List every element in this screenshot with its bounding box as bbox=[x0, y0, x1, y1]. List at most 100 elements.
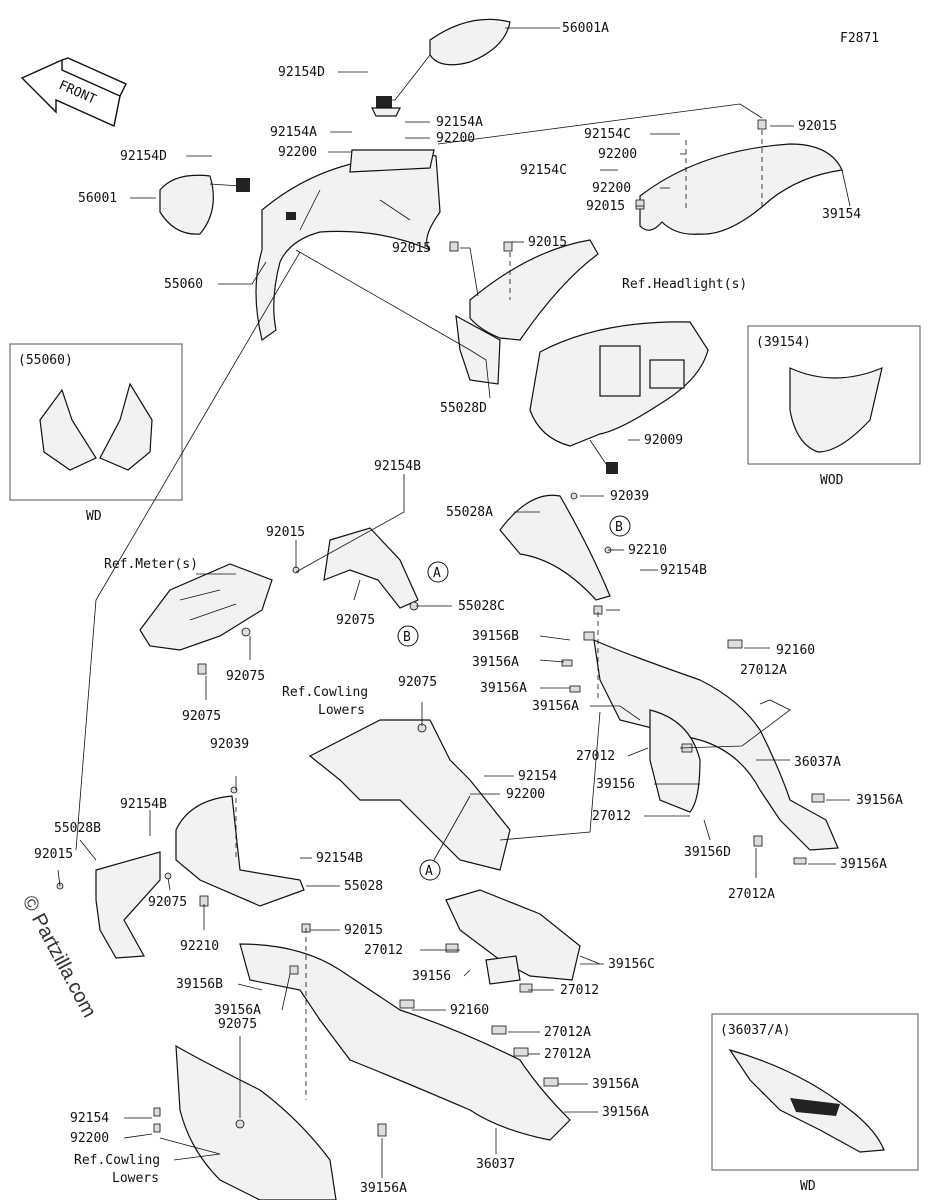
headlight bbox=[529, 321, 709, 474]
label-36037: 36037 bbox=[476, 1157, 515, 1172]
label-92210-b: 92210 bbox=[180, 939, 219, 954]
label-92200-a: 92200 bbox=[278, 145, 317, 160]
label-92160-a: 92160 bbox=[776, 643, 815, 658]
label-39156a-b: 39156A bbox=[480, 681, 527, 696]
callout-a-1: A bbox=[427, 561, 449, 583]
label-92015-c: 92015 bbox=[528, 235, 567, 250]
label-92015-g: 92015 bbox=[344, 923, 383, 938]
label-92075-e: 92075 bbox=[148, 895, 187, 910]
label-27012a-d: 27012A bbox=[544, 1047, 591, 1062]
inset-39154-title: (39154) bbox=[756, 335, 811, 350]
label-92075-a: 92075 bbox=[336, 613, 375, 628]
inset-55060: (55060) WD bbox=[9, 343, 183, 524]
label-39156a-f: 39156A bbox=[214, 1003, 261, 1018]
label-92075-b: 92075 bbox=[226, 669, 265, 684]
label-92154-b: 92154 bbox=[70, 1111, 109, 1126]
label-ref-meter: Ref.Meter(s) bbox=[104, 557, 198, 572]
inset-36037a-title: (36037/A) bbox=[720, 1023, 790, 1038]
label-56001: 56001 bbox=[78, 191, 117, 206]
figure-code: F2871 bbox=[840, 31, 879, 46]
label-92154d-b: 92154D bbox=[120, 149, 167, 164]
label-92075-c: 92075 bbox=[182, 709, 221, 724]
label-39156-a: 39156 bbox=[596, 777, 635, 792]
panel-55028a bbox=[499, 494, 611, 601]
part-labels: 56001A 92154D 92154A 92154A 92200 92200 … bbox=[34, 21, 903, 1196]
label-39156a-d: 39156A bbox=[856, 793, 903, 808]
label-92075-f: 92075 bbox=[218, 1017, 257, 1032]
callout-b-1: B bbox=[397, 625, 419, 647]
label-ref-cowling-2: Ref.Cowling bbox=[74, 1153, 160, 1168]
callout-a-2: A bbox=[419, 859, 441, 881]
meter-bracket bbox=[139, 563, 273, 651]
inset-36037a-caption: WD bbox=[800, 1179, 816, 1194]
label-27012a-c: 27012A bbox=[544, 1025, 591, 1040]
bracket-55028c bbox=[323, 527, 419, 609]
side-cowl-36037a bbox=[593, 638, 839, 851]
watermark: © Partzilla.com bbox=[18, 892, 101, 1021]
label-56001a: 56001A bbox=[562, 21, 609, 36]
label-55028b: 55028B bbox=[54, 821, 101, 836]
cowling-lower-bottom bbox=[175, 1044, 337, 1200]
label-92154c-b: 92154C bbox=[520, 163, 567, 178]
windshield bbox=[639, 143, 843, 235]
callout-a-1-label: A bbox=[433, 566, 441, 581]
label-27012-c: 27012 bbox=[364, 943, 403, 958]
label-92015-b: 92015 bbox=[586, 199, 625, 214]
label-92160-b: 92160 bbox=[450, 1003, 489, 1018]
label-92039-b: 92039 bbox=[210, 737, 249, 752]
label-39156a-i: 39156A bbox=[360, 1181, 407, 1196]
inner-panel-39156c bbox=[445, 889, 581, 985]
inset-39154-caption: WOD bbox=[820, 473, 844, 488]
front-arrow-icon: FRONT bbox=[20, 57, 127, 127]
label-92154c-a: 92154C bbox=[584, 127, 631, 142]
inner-cowl bbox=[455, 239, 599, 385]
label-39156-b: 39156 bbox=[412, 969, 451, 984]
label-27012-b: 27012 bbox=[592, 809, 631, 824]
label-92015-e: 92015 bbox=[266, 525, 305, 540]
inset-39154: (39154) WOD bbox=[747, 325, 921, 488]
label-lowers-2: Lowers bbox=[112, 1171, 159, 1186]
inset-36037a: (36037/A) WD bbox=[711, 1013, 919, 1194]
label-39156b-a: 39156B bbox=[472, 629, 519, 644]
label-55060: 55060 bbox=[164, 277, 203, 292]
inset-55060-caption: WD bbox=[86, 509, 102, 524]
label-92200-c: 92200 bbox=[598, 147, 637, 162]
label-lowers-1: Lowers bbox=[318, 703, 365, 718]
label-92039-a: 92039 bbox=[610, 489, 649, 504]
label-39156c: 39156C bbox=[608, 957, 655, 972]
label-27012a-a: 27012A bbox=[740, 663, 787, 678]
panel-55028b bbox=[95, 851, 161, 959]
label-92154b-d: 92154B bbox=[316, 851, 363, 866]
label-39154: 39154 bbox=[822, 207, 861, 222]
label-39156a-c: 39156A bbox=[532, 699, 579, 714]
label-92154-a: 92154 bbox=[518, 769, 557, 784]
assembly-lines bbox=[235, 130, 763, 1100]
label-92154b-a: 92154B bbox=[374, 459, 421, 474]
label-92009: 92009 bbox=[644, 433, 683, 448]
callout-a-2-label: A bbox=[425, 864, 433, 879]
label-39156b-b: 39156B bbox=[176, 977, 223, 992]
label-27012-d: 27012 bbox=[560, 983, 599, 998]
label-ref-headlight: Ref.Headlight(s) bbox=[622, 277, 747, 292]
label-92015-d: 92015 bbox=[392, 241, 431, 256]
callout-b-2: B bbox=[609, 515, 631, 537]
label-27012a-b: 27012A bbox=[728, 887, 775, 902]
panel-55028 bbox=[175, 795, 305, 907]
lower-cowl-36037 bbox=[239, 943, 571, 1141]
label-55028a: 55028A bbox=[446, 505, 493, 520]
label-36037a: 36037A bbox=[794, 755, 841, 770]
label-92075-d: 92075 bbox=[398, 675, 437, 690]
label-92200-e: 92200 bbox=[506, 787, 545, 802]
label-92200-d: 92200 bbox=[592, 181, 631, 196]
label-ref-cowling-1: Ref.Cowling bbox=[282, 685, 368, 700]
label-92200-b: 92200 bbox=[436, 131, 475, 146]
upper-cowl bbox=[255, 149, 441, 342]
label-39156a-g: 39156A bbox=[592, 1077, 639, 1092]
label-55028: 55028 bbox=[344, 879, 383, 894]
label-92154a-b: 92154A bbox=[436, 115, 483, 130]
mirror-left bbox=[159, 174, 250, 235]
label-92154d-a: 92154D bbox=[278, 65, 325, 80]
label-39156a-e: 39156A bbox=[840, 857, 887, 872]
label-55028d: 55028D bbox=[440, 401, 487, 416]
